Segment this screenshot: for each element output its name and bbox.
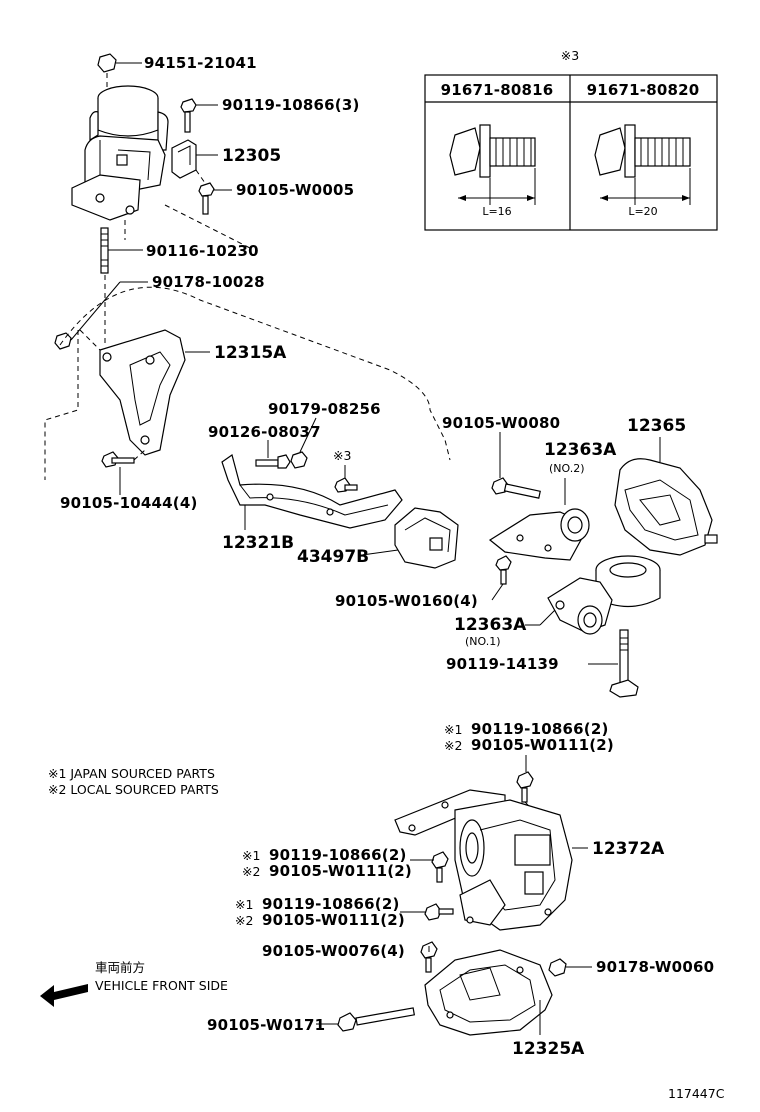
direction-label-jp: 車両前方 (95, 960, 145, 975)
mount-12363A-12365-drawing (488, 458, 718, 698)
label-90126-08037: 90126-08037 (208, 423, 321, 441)
label-90119-14139: 90119-14139 (446, 655, 559, 673)
table-length-1: L=16 (482, 205, 511, 218)
label-90105-W0080: 90105-W0080 (442, 414, 560, 432)
table-length-2: L=20 (628, 205, 657, 218)
ref-mark-1-c: ※1 (235, 897, 253, 912)
label-12363A-upper: 12363A (544, 440, 617, 460)
ref-mark-1-b: ※1 (242, 848, 260, 863)
flange-bolt-20-icon (594, 124, 691, 205)
ref-mark-2-a: ※2 (444, 738, 462, 753)
label-90105-W0160-4: 90105-W0160(4) (335, 592, 478, 610)
mount-12372A-12325A-drawing (337, 771, 573, 1036)
note-japan-sourced: ※1 JAPAN SOURCED PARTS (48, 766, 215, 781)
label-90119-10866-2-c: 90119-10866(2) (262, 895, 400, 913)
table-col-header-1: 91671-80816 (441, 81, 554, 99)
note-local-sourced: ※2 LOCAL SOURCED PARTS (48, 782, 219, 797)
table-reference-mark: ※3 (561, 48, 579, 63)
label-43497B: 43497B (297, 547, 369, 567)
direction-label-en: VEHICLE FRONT SIDE (95, 978, 228, 993)
label-12305: 12305 (222, 146, 281, 166)
table-col-header-2: 91671-80820 (587, 81, 700, 99)
bracket-12321B-drawing (221, 451, 459, 569)
front-arrow-icon (40, 984, 88, 1007)
label-no1: (NO.1) (465, 635, 501, 648)
ref-mark-2-b: ※2 (242, 864, 260, 879)
label-90105-W0111-2-c: 90105-W0111(2) (262, 911, 405, 929)
ref-mark-2-c: ※2 (235, 913, 253, 928)
leaders-bottom (316, 755, 592, 1035)
label-12321B: 12321B (222, 533, 294, 553)
label-90105-W0111-2-b: 90105-W0111(2) (269, 862, 412, 880)
label-90105-W0111-2-a: 90105-W0111(2) (471, 736, 614, 754)
label-no2: (NO.2) (549, 462, 585, 475)
nut-icon (97, 53, 117, 73)
label-90178-W0060: 90178-W0060 (596, 958, 714, 976)
label-12372A: 12372A (592, 839, 665, 859)
label-90105-W0005: 90105-W0005 (236, 181, 354, 199)
label-94151-21041: 94151-21041 (144, 54, 257, 72)
upper-engine-mount-drawing (44, 53, 451, 480)
label-12315A: 12315A (214, 343, 287, 363)
label-12363A-lower: 12363A (454, 615, 527, 635)
label-ref-3: ※3 (333, 448, 351, 463)
vehicle-front-indicator: 車両前方 VEHICLE FRONT SIDE (40, 960, 228, 1007)
label-90119-10866-2-a: 90119-10866(2) (471, 720, 609, 738)
label-90105-W0076-4: 90105-W0076(4) (262, 942, 405, 960)
leaders-middle-right (491, 432, 661, 665)
label-12365: 12365 (627, 416, 686, 436)
label-90178-10028: 90178-10028 (152, 273, 265, 291)
label-90116-10230: 90116-10230 (146, 242, 259, 260)
label-90105-10444-4: 90105-10444(4) (60, 494, 198, 512)
flange-bolt-16-icon (449, 124, 536, 205)
bolt-length-table: ※3 91671-80816 91671-80820 L=16 (424, 48, 718, 231)
label-90119-10866-3: 90119-10866(3) (222, 96, 360, 114)
label-12325A: 12325A (512, 1039, 585, 1059)
ref-mark-1-a: ※1 (444, 722, 462, 737)
label-90179-08256: 90179-08256 (268, 400, 381, 418)
figure-id: 117447C (668, 1086, 725, 1101)
leaders-middle-left (244, 417, 399, 556)
label-90105-W0171: 90105-W0171 (207, 1016, 325, 1034)
leaders-top-left (70, 62, 232, 495)
label-90119-10866-2-b: 90119-10866(2) (269, 846, 407, 864)
